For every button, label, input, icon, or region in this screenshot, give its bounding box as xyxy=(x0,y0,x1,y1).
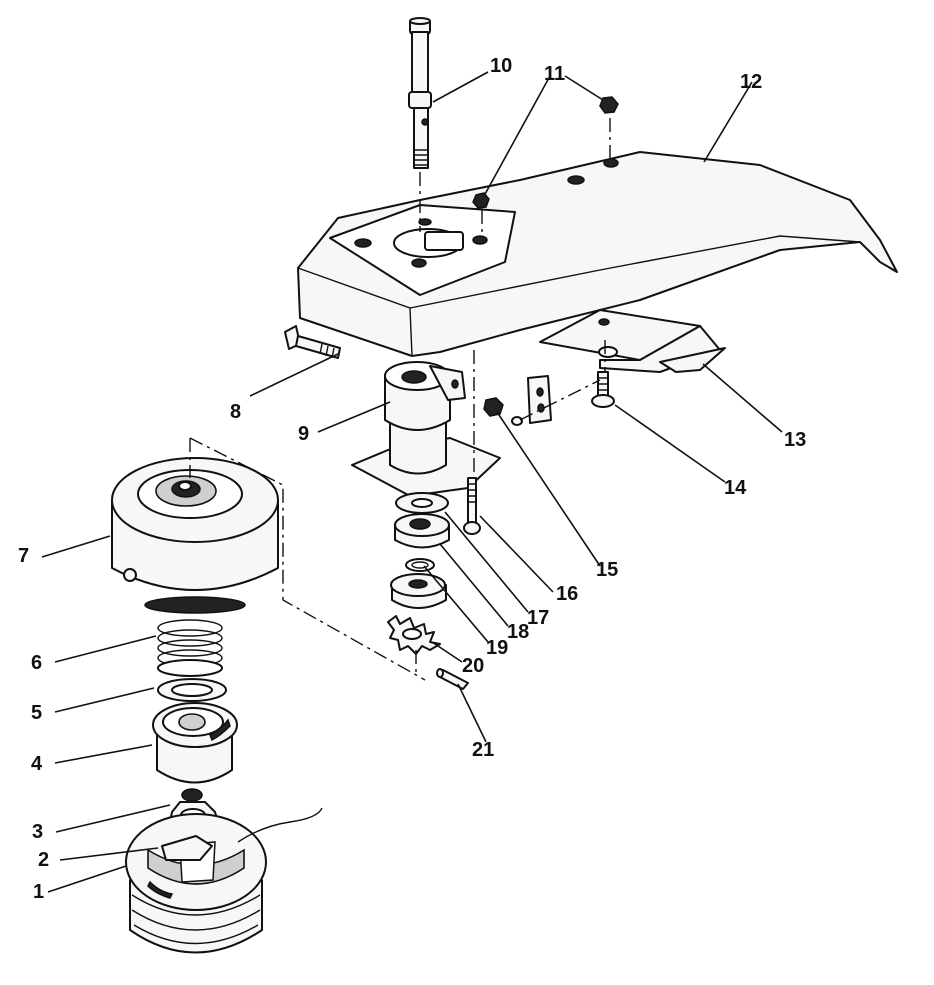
part-14-screw xyxy=(591,371,615,408)
callout-6: 6 xyxy=(31,652,42,674)
part-5-washer xyxy=(157,678,227,702)
part-mounting-plate xyxy=(511,375,552,426)
part-21-pin xyxy=(436,668,469,690)
callout-10: 10 xyxy=(490,55,512,77)
callout-4: 4 xyxy=(31,753,43,775)
callout-16: 16 xyxy=(556,583,578,605)
part-18-bearing xyxy=(394,513,450,549)
part-19-snap-ring xyxy=(405,558,435,572)
part-20-sprocket xyxy=(387,615,441,655)
assembly-center-lines xyxy=(189,118,611,681)
part-6-spring xyxy=(157,619,223,677)
part-10-drive-shaft xyxy=(408,17,432,169)
callout-13: 13 xyxy=(784,429,806,451)
part-4-spool xyxy=(152,702,238,784)
callout-5: 5 xyxy=(31,702,42,724)
leader-lines xyxy=(41,71,783,893)
callout-12: 12 xyxy=(740,71,762,93)
callout-1: 1 xyxy=(33,881,44,903)
callout-15: 15 xyxy=(596,559,618,581)
part-1-2-bump-housing xyxy=(125,807,323,954)
callout-21: 21 xyxy=(472,739,494,761)
callout-20: 20 xyxy=(462,655,484,677)
callout-8: 8 xyxy=(230,401,241,423)
callout-3: 3 xyxy=(32,821,43,843)
callout-14: 14 xyxy=(724,477,747,499)
callout-19: 19 xyxy=(486,637,508,659)
callout-17: 17 xyxy=(527,607,549,629)
part-9-housing xyxy=(351,361,501,497)
part-16-bolt xyxy=(463,477,481,535)
callout-18: 18 xyxy=(507,621,529,643)
part-8-bolt xyxy=(284,325,341,359)
callout-2: 2 xyxy=(38,849,49,871)
part-17-washer xyxy=(395,492,449,514)
callout-11: 11 xyxy=(544,63,565,85)
part-15-nut xyxy=(483,397,504,417)
part-12-shield xyxy=(297,151,898,357)
part-lower-bearing xyxy=(390,573,447,609)
callout-labels: 1 2 3 4 5 6 7 8 9 10 11 12 13 14 15 16 1… xyxy=(18,55,806,903)
part-11-nuts xyxy=(472,96,619,209)
callout-9: 9 xyxy=(298,423,309,445)
part-13-bracket xyxy=(539,309,726,373)
callout-7: 7 xyxy=(18,545,29,567)
part-7-spool-cover xyxy=(111,457,279,614)
